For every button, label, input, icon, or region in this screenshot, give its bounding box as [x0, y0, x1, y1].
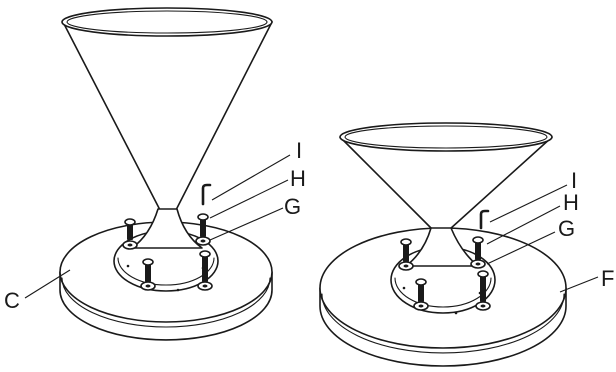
left-base-leader: [24, 269, 71, 299]
right-label-washer: G: [558, 216, 575, 241]
right-washer-leader: [486, 231, 556, 265]
left-bolt-4: [197, 250, 213, 291]
left-washer-leader: [209, 207, 284, 241]
left-label-base: C: [4, 288, 20, 313]
left-cone: [61, 7, 273, 249]
left-label-key: I: [296, 138, 302, 163]
right-allen-key: [479, 209, 490, 230]
right-bolt-leader: [486, 205, 561, 245]
right-bolt-3: [413, 278, 429, 311]
right-assembly: I H G F: [319, 122, 614, 367]
right-bolt-1: [398, 238, 414, 271]
left-bolt-3: [140, 258, 156, 291]
right-key-leader: [489, 184, 568, 223]
left-bolt-2: [195, 213, 211, 246]
left-label-bolt: H: [290, 166, 306, 191]
right-base-disc: [319, 227, 567, 367]
right-label-bolt: H: [563, 190, 579, 215]
left-key-leader: [211, 154, 291, 201]
left-label-washer: G: [284, 194, 301, 219]
left-bolt-leader: [209, 179, 289, 219]
right-label-base: F: [601, 266, 614, 291]
right-base-leader: [559, 276, 599, 293]
left-assembly: I H G C: [4, 7, 306, 341]
right-bolt-2: [470, 236, 486, 269]
left-allen-key: [201, 183, 212, 206]
right-label-key: I: [571, 168, 577, 193]
right-bolt-4: [475, 270, 491, 311]
left-bolt-1: [122, 218, 138, 250]
right-cone: [339, 122, 553, 267]
